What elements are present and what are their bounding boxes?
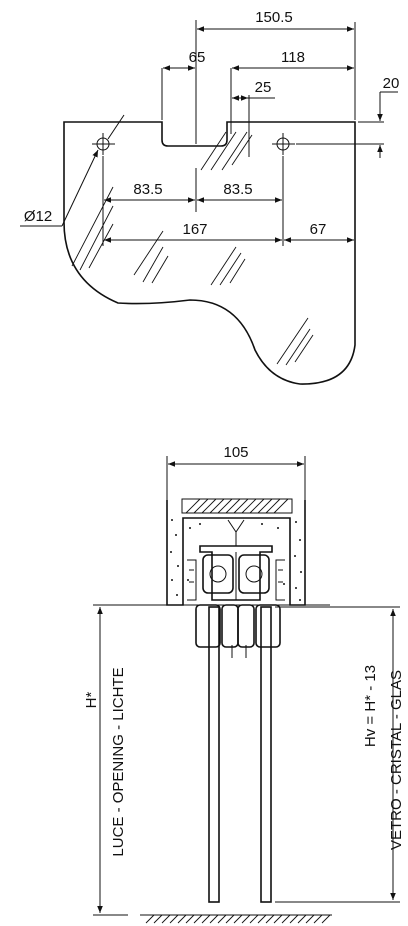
concrete-speckle	[170, 519, 302, 601]
label-glass: VETRO - CRISTAL - GLAS	[388, 670, 405, 850]
glass-pane-left	[208, 606, 220, 903]
dim-167: 167	[182, 221, 207, 238]
label-opening: LUCE - OPENING - LICHTE	[110, 667, 127, 856]
roller-carriages	[202, 552, 270, 600]
rail-profile	[199, 545, 273, 601]
dim-118: 118	[281, 49, 305, 66]
sliding-track-section-view: 105	[83, 444, 405, 924]
dim-83-5-right: 83.5	[223, 181, 252, 198]
dim-83-5-left: 83.5	[133, 181, 162, 198]
dim-67: 67	[310, 221, 327, 238]
dim-65: 65	[189, 49, 206, 66]
side-profiles	[187, 559, 285, 601]
mount-hole-left	[96, 137, 110, 151]
dim-150-5: 150.5	[255, 9, 293, 26]
glass-panel-outline	[63, 121, 356, 385]
glass-hatching	[71, 131, 314, 366]
label-h-star: H*	[83, 692, 100, 709]
ceiling-hatch	[185, 498, 289, 514]
dim-25: 25	[255, 79, 272, 96]
dim-hole-diameter: Ø12	[24, 208, 52, 225]
floor-hatch	[145, 914, 331, 924]
mount-hole-right	[276, 137, 290, 151]
label-hv-formula: Hv = H* - 13	[362, 665, 379, 747]
dimension-lines	[20, 26, 398, 243]
extension-lines	[102, 20, 384, 246]
glass-pane-right	[260, 606, 272, 903]
dim-105: 105	[223, 444, 248, 461]
glass-panel-top-view: 150.5 65 118 25 20 83.5 83.5 167 67 Ø12	[20, 9, 400, 385]
glass-panes	[208, 606, 272, 903]
dim-20: 20	[383, 75, 400, 92]
